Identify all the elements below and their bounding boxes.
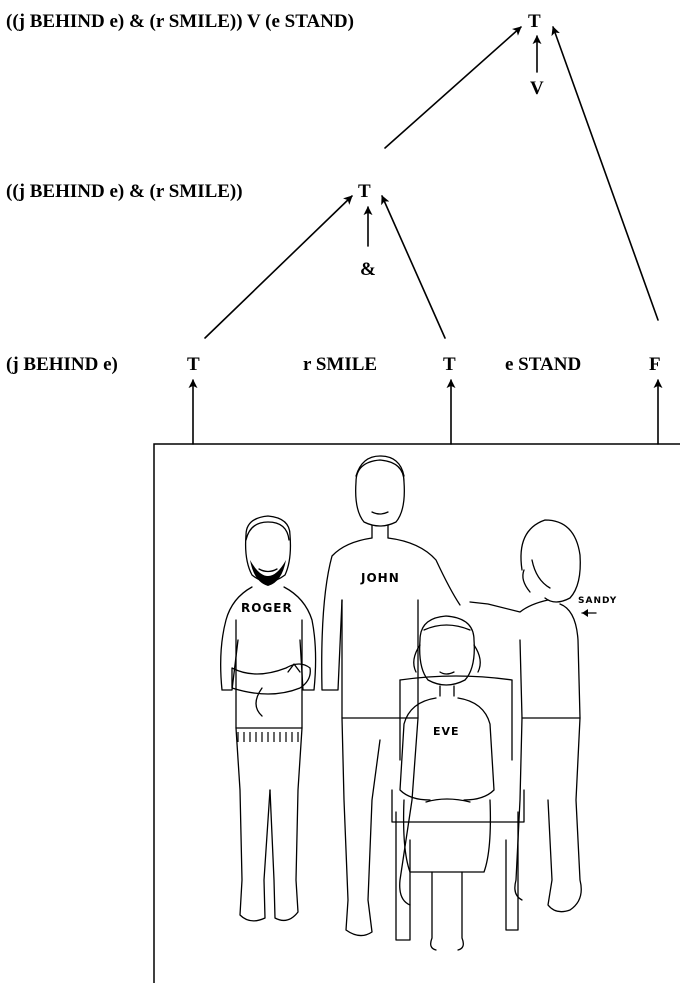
middle-formula: ((j BEHIND e) & (r SMILE))	[6, 181, 243, 202]
chair	[391, 675, 525, 941]
atom-rsmile-formula: r SMILE	[303, 354, 377, 375]
atom-rsmile-value: T	[443, 354, 456, 375]
middle-value: T	[358, 181, 371, 202]
top-value: T	[528, 11, 541, 32]
arrow-jbehind-to-middle	[204, 195, 353, 339]
picture-frame	[153, 443, 680, 983]
figure-john: JOHN	[321, 455, 461, 937]
atom-estand-formula: e STAND	[505, 354, 581, 375]
eve-shirt-label: EVE	[433, 725, 460, 738]
atom-jbehind-formula: (j BEHIND e)	[6, 354, 118, 375]
figure-roger: ROGER	[220, 515, 317, 922]
top-formula: ((j BEHIND e) & (r SMILE)) V (e STAND)	[6, 11, 354, 32]
figure-eve: EVE	[399, 615, 495, 951]
roger-shirt-label: ROGER	[241, 601, 293, 615]
arrow-estand-to-top	[551, 26, 659, 321]
middle-operator: &	[360, 259, 376, 280]
john-shirt-label: JOHN	[360, 571, 400, 585]
arrow-rsmile-to-middle	[381, 195, 446, 339]
top-operator: V	[530, 78, 544, 99]
atom-estand-value: F	[649, 354, 661, 375]
arrow-middle-to-top	[384, 26, 522, 149]
sandy-label: SANDY	[578, 596, 617, 606]
figure-sandy: SANDY	[469, 519, 617, 913]
atom-jbehind-value: T	[187, 354, 200, 375]
